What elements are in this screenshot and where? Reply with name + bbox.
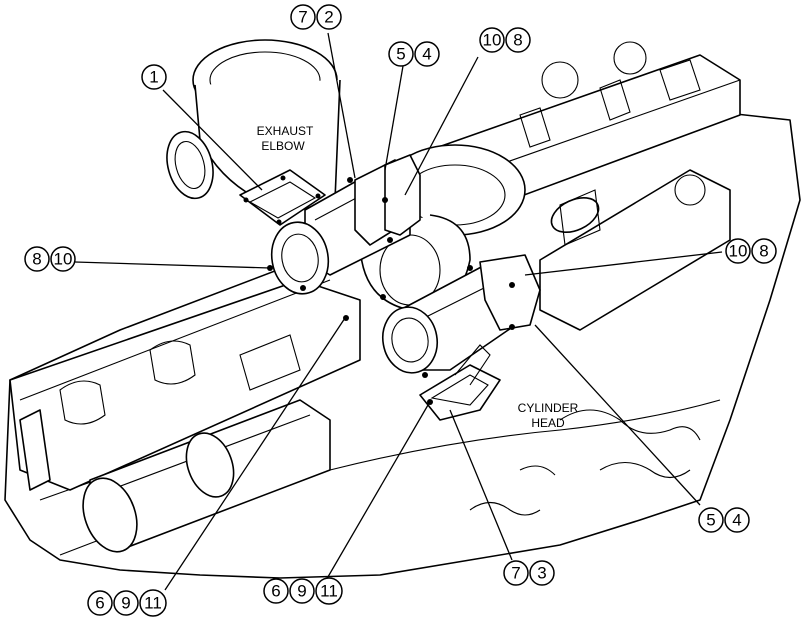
callout-number: 10 [54, 250, 73, 269]
lower-exhaust-manifold [9, 279, 361, 491]
callout-8-10-left: 8 10 [24, 246, 76, 272]
callout-1: 1 [141, 64, 167, 90]
callout-number: 11 [320, 582, 338, 601]
callout-number: 9 [121, 594, 130, 613]
callout-7-2: 7 2 [290, 4, 342, 30]
callout-number: 5 [396, 45, 405, 64]
callout-6-9-11-mid: 6 9 11 [263, 577, 343, 605]
callout-number: 8 [759, 242, 768, 261]
cylinder-head-label-line1: CYLINDER [518, 401, 579, 415]
exhaust-elbow-label-line2: ELBOW [261, 139, 305, 153]
callout-number: 6 [95, 594, 104, 613]
right-mid-pipe [539, 169, 731, 331]
callout-number: 5 [706, 511, 715, 530]
callout-number: 7 [511, 564, 520, 583]
callout-number: 1 [149, 68, 158, 87]
callout-number: 3 [537, 564, 546, 583]
callout-10-8-top: 10 8 [479, 27, 531, 53]
mounting-bracket [239, 169, 326, 226]
callout-number: 10 [729, 242, 748, 261]
callout-number: 4 [732, 511, 741, 530]
callout-7-3: 7 3 [503, 560, 555, 586]
callout-number: 6 [271, 582, 280, 601]
exhaust-elbow-label: EXHAUST ELBOW [257, 124, 314, 153]
cylinder-head-label: CYLINDER HEAD [518, 401, 579, 430]
exhaust-elbow-label-line1: EXHAUST [257, 124, 314, 138]
callout-number: 8 [513, 31, 522, 50]
callout-number: 4 [422, 45, 431, 64]
callout-number: 7 [298, 8, 307, 27]
leader-lines [74, 32, 723, 591]
callout-number: 9 [297, 582, 306, 601]
callout-number: 8 [32, 250, 41, 269]
callout-10-8-right: 10 8 [725, 238, 777, 264]
callout-5-4-right: 5 4 [698, 507, 750, 533]
callout-number: 11 [144, 594, 162, 613]
lower-support-bracket [419, 344, 501, 421]
callout-number: 10 [483, 31, 502, 50]
callout-6-9-11-left: 6 9 11 [87, 589, 167, 617]
cylinder-head-label-line2: HEAD [531, 416, 565, 430]
callout-number: 2 [324, 8, 333, 27]
lower-connecting-pipe [381, 254, 541, 378]
callout-5-4-top: 5 4 [388, 41, 440, 67]
exhaust-elbow [166, 39, 341, 211]
lower-front-pipe [82, 399, 331, 553]
upper-connecting-pipe [267, 154, 421, 321]
